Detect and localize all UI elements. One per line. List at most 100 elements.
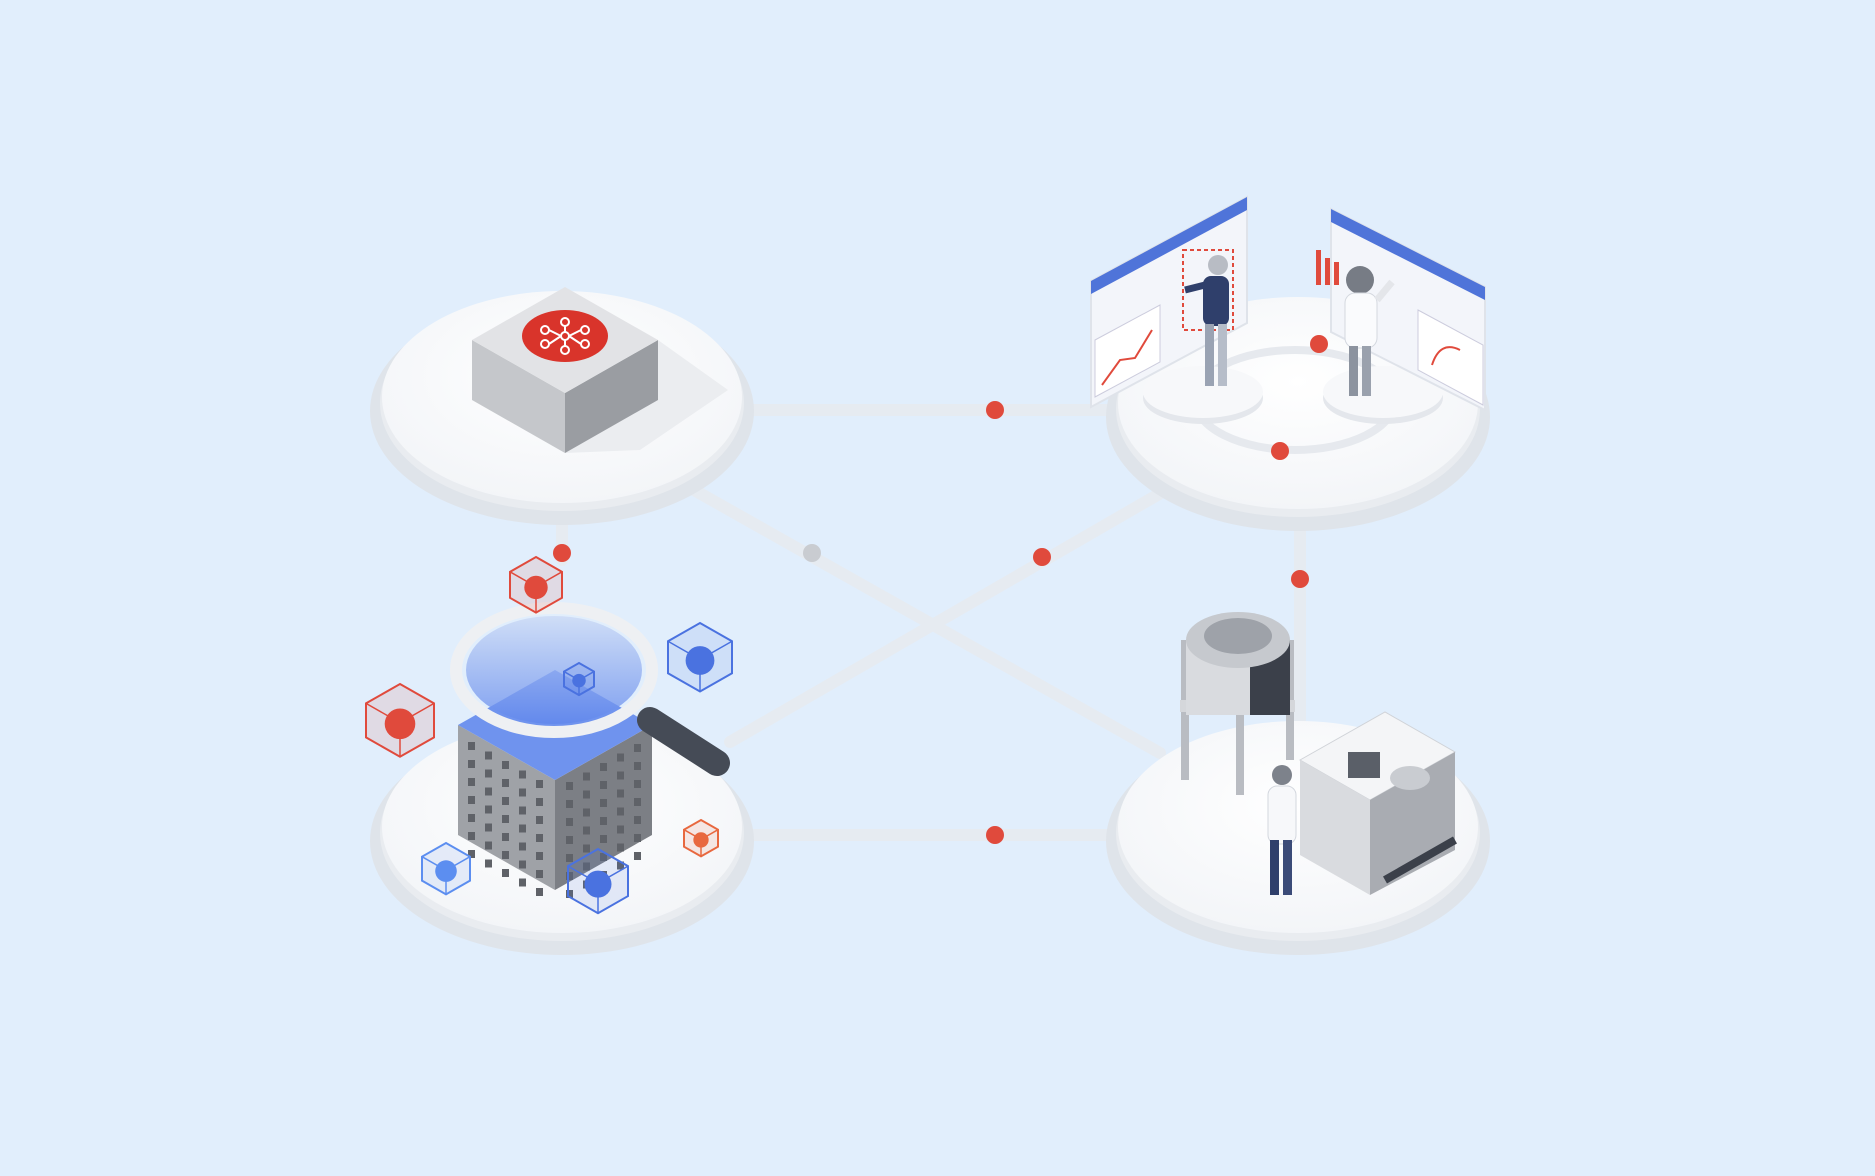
building-window <box>468 742 475 750</box>
magnifier-handle <box>637 707 730 776</box>
connection-dot <box>1033 548 1051 566</box>
line-chart-panel <box>1094 304 1161 398</box>
connection-dot <box>553 544 571 562</box>
person-analyst-right <box>1344 266 1395 396</box>
building-window <box>468 796 475 804</box>
building-window <box>485 841 492 850</box>
building-window <box>583 790 590 799</box>
building-window <box>634 852 641 860</box>
building-window <box>566 854 573 862</box>
chip-right-face <box>565 340 658 453</box>
dashboard-right-titlebar <box>1331 209 1485 300</box>
building-window <box>502 815 509 823</box>
building-window <box>502 869 509 877</box>
building-window <box>519 824 526 833</box>
building-window <box>600 763 607 771</box>
building-window <box>600 817 607 825</box>
building-window <box>566 890 573 898</box>
building-window <box>536 888 543 896</box>
neural-network-glyph <box>540 317 590 355</box>
data-sphere <box>435 860 457 882</box>
building-window <box>634 762 641 770</box>
connection-dot-inactive <box>803 544 821 562</box>
building-window <box>634 834 641 842</box>
data-sphere <box>685 646 715 675</box>
building-window <box>617 825 624 834</box>
data-cube <box>563 661 595 697</box>
data-cube <box>683 818 719 858</box>
connection-dot <box>1310 335 1328 353</box>
magnifier-rim <box>450 602 658 738</box>
building-window <box>617 843 624 852</box>
data-cube <box>667 621 733 693</box>
building-window <box>583 862 590 871</box>
dashboard-left-titlebar <box>1091 197 1247 294</box>
scatter-chart-icon <box>1431 346 1461 366</box>
connector-diagonal-b <box>724 484 1172 748</box>
lab-machine <box>1298 711 1457 895</box>
building-window <box>566 818 573 826</box>
building-window <box>485 823 492 832</box>
data-search-node <box>450 602 730 898</box>
line-chart-icon <box>1101 329 1153 386</box>
building-window <box>485 787 492 796</box>
data-cube <box>421 841 471 896</box>
data-cube <box>365 682 435 758</box>
ai-chip-node <box>472 287 728 453</box>
person-technician <box>1267 765 1297 895</box>
building-window <box>600 853 607 861</box>
connection-dot <box>1271 442 1289 460</box>
building-window <box>519 770 526 779</box>
data-sphere <box>524 575 548 600</box>
building-window <box>566 836 573 844</box>
building-window <box>634 798 641 806</box>
neural-network-icon <box>522 310 608 362</box>
building-window <box>617 753 624 762</box>
building-window <box>566 782 573 790</box>
building-window <box>502 833 509 841</box>
building-window <box>519 788 526 797</box>
building-window <box>485 751 492 760</box>
building-window <box>536 834 543 842</box>
building-window <box>485 805 492 814</box>
mixing-tank <box>1180 612 1295 795</box>
building-window <box>485 859 492 868</box>
building-window <box>536 780 543 788</box>
data-sphere <box>584 870 612 898</box>
magnifier-lens <box>466 616 642 724</box>
data-cube <box>509 555 563 614</box>
person-analyst-left <box>1184 255 1229 386</box>
building-window <box>617 861 624 870</box>
building-window <box>617 789 624 798</box>
data-sphere <box>693 832 709 848</box>
building-window <box>468 760 475 768</box>
connection-dot <box>986 826 1004 844</box>
building-window <box>468 850 475 858</box>
connection-dot <box>1291 570 1309 588</box>
lab-equipment-node <box>1180 612 1457 895</box>
data-sphere <box>384 708 416 740</box>
bar-chart-icon <box>1316 250 1339 285</box>
data-cube <box>567 847 629 915</box>
building-window <box>468 814 475 822</box>
building-window <box>519 878 526 887</box>
building-window <box>502 851 509 859</box>
building-window <box>634 780 641 788</box>
building-window <box>536 870 543 878</box>
building-window <box>502 779 509 787</box>
building-window <box>634 816 641 824</box>
connection-dot <box>986 401 1004 419</box>
building-window <box>502 761 509 769</box>
building-window <box>600 799 607 807</box>
data-sphere <box>572 673 586 688</box>
building-window <box>583 808 590 817</box>
building-window <box>536 798 543 806</box>
scatter-panel <box>1417 309 1484 406</box>
building-window <box>519 842 526 851</box>
building-window <box>617 807 624 816</box>
building-window <box>583 772 590 781</box>
building-window <box>536 852 543 860</box>
building-window <box>566 800 573 808</box>
building-window <box>468 778 475 786</box>
building-window <box>634 744 641 752</box>
